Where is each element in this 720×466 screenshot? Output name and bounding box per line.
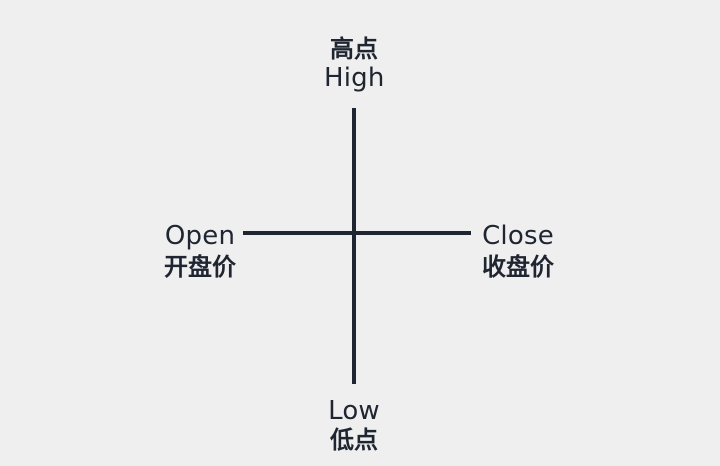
open-label: Open 开盘价: [160, 223, 240, 279]
high-label: 高点 High: [324, 37, 384, 91]
open-label-zh: 开盘价: [164, 253, 236, 281]
close-label: Close 收盘价: [476, 223, 560, 279]
high-label-zh: 高点: [330, 35, 378, 63]
open-close-horizontal-line: [243, 231, 471, 235]
high-low-vertical-line: [352, 108, 356, 384]
low-label: Low 低点: [324, 398, 384, 452]
high-label-en: High: [324, 63, 385, 93]
close-label-zh: 收盘价: [482, 253, 554, 281]
low-label-zh: 低点: [330, 426, 378, 454]
open-label-en: Open: [164, 221, 236, 251]
low-label-en: Low: [328, 396, 380, 426]
close-label-en: Close: [482, 221, 554, 251]
